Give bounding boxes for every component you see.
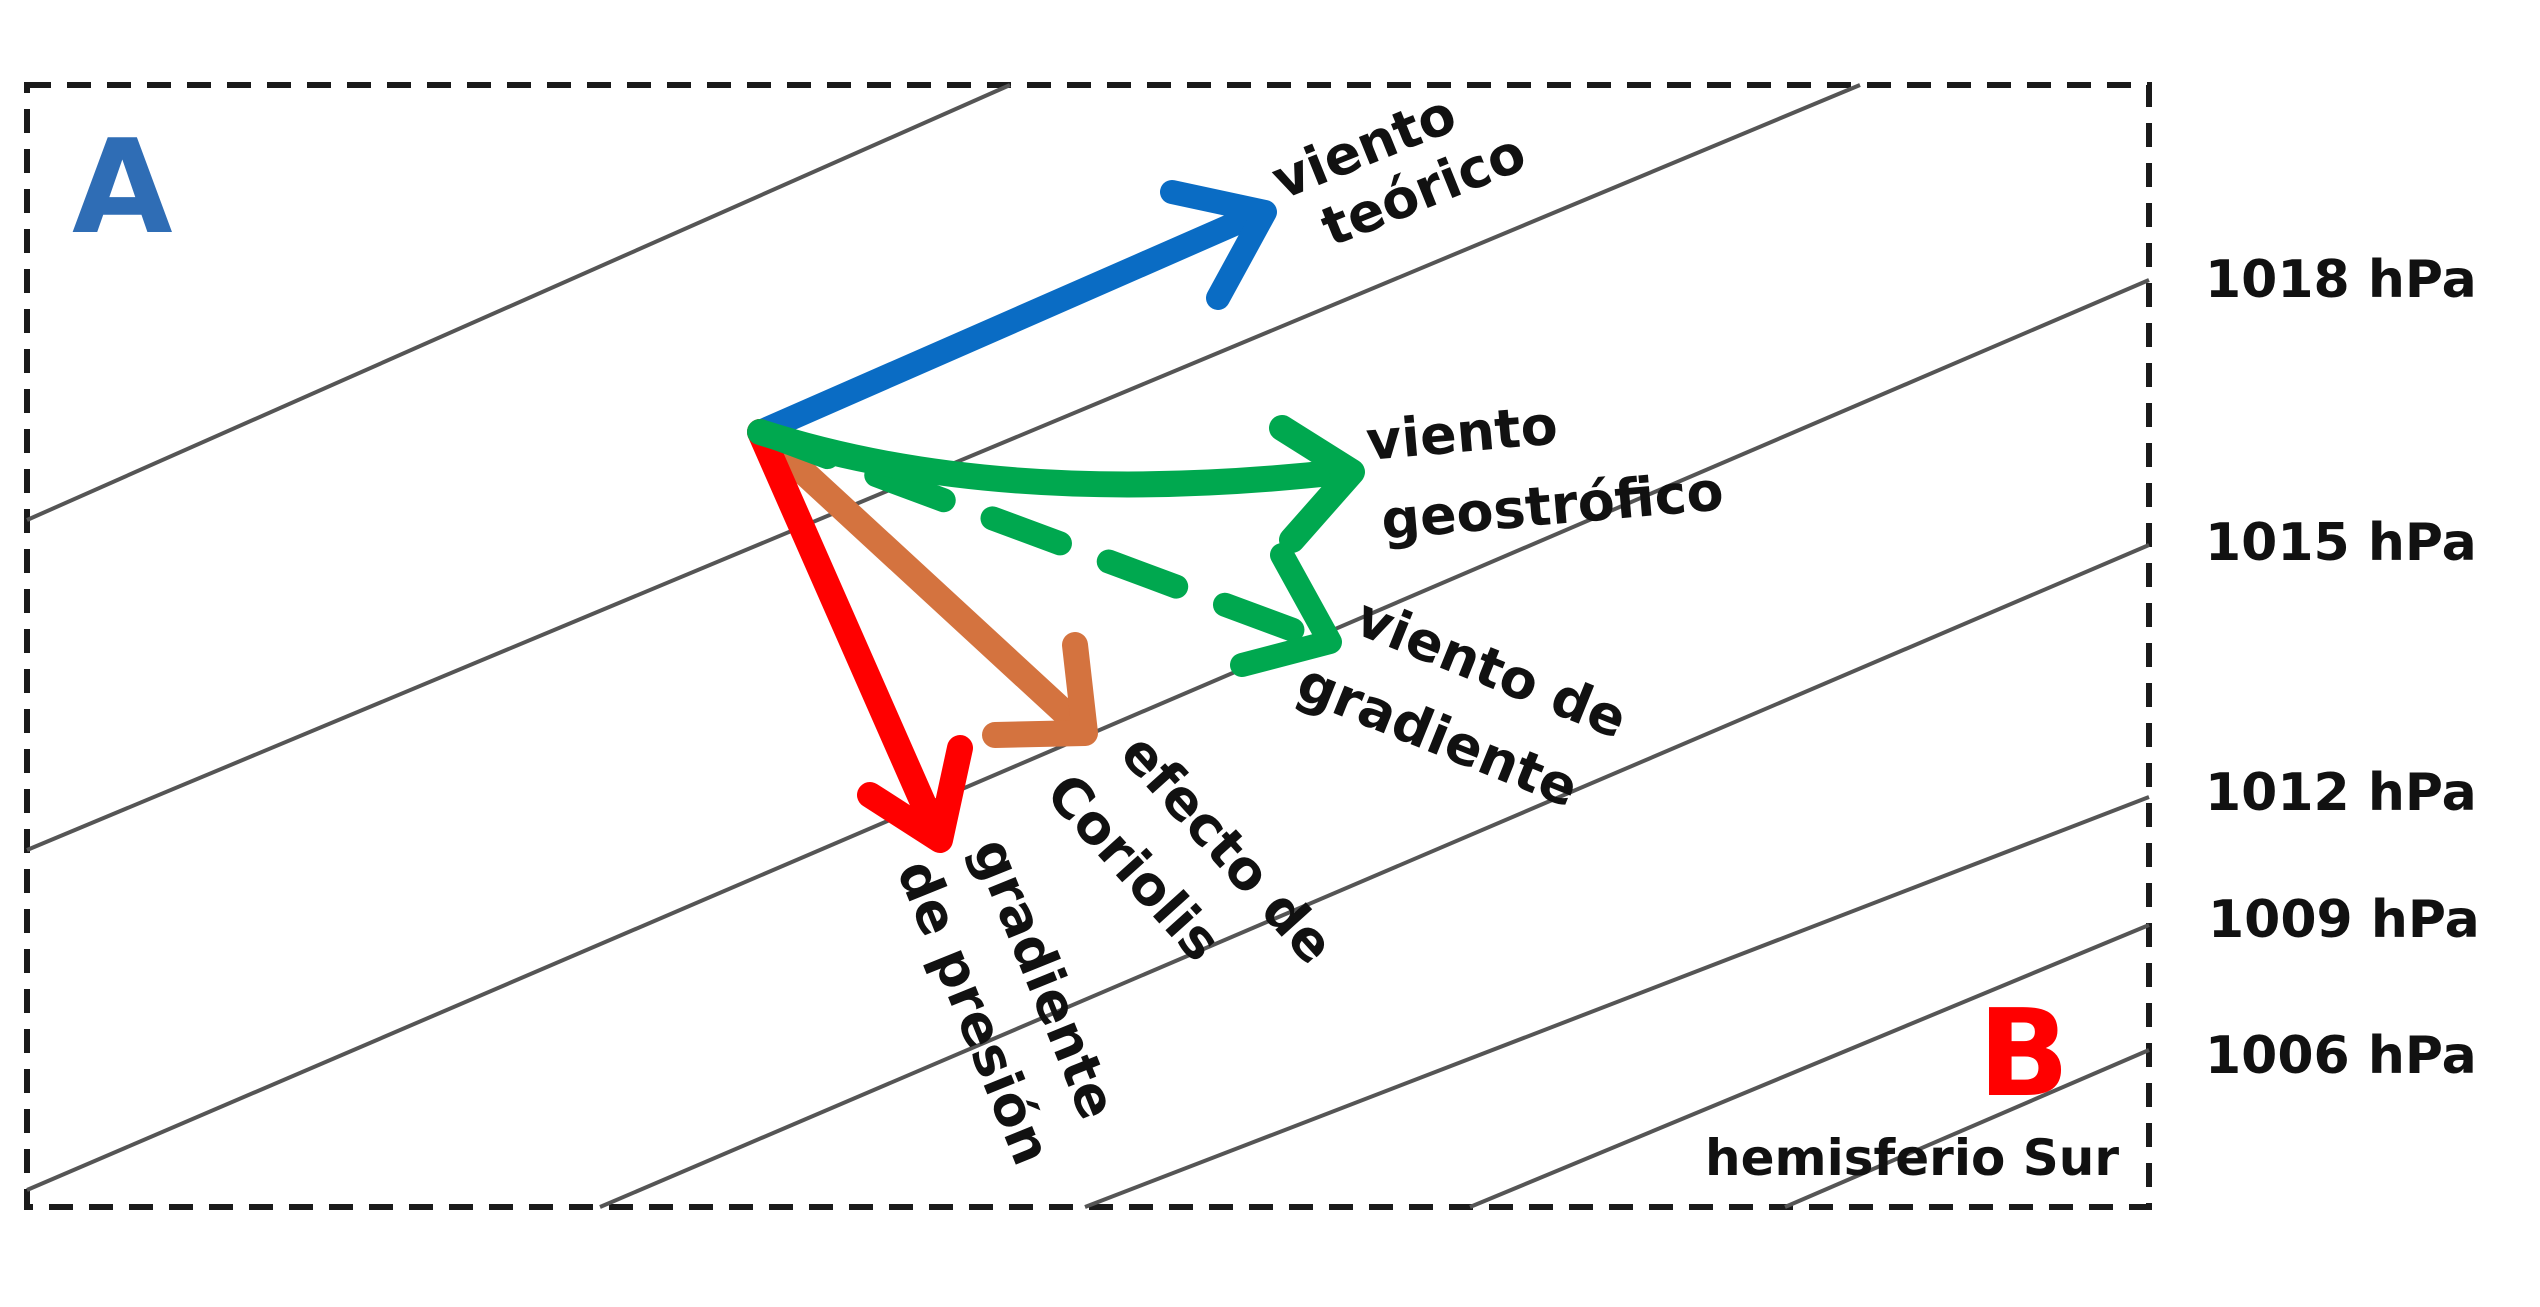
pressure-gradient-head [857,735,973,853]
isobar-line [26,83,1011,522]
geostrophic-wind-arrow [747,415,1365,553]
isobar-label-1015: 1015 hPa [2205,513,2477,573]
isobar-line [1084,795,2150,1209]
gradient-wind-shaft [748,420,1332,652]
isobar-label-1012: 1012 hPa [2205,763,2477,823]
gradient-wind-head [1230,543,1342,677]
coriolis-shaft [747,419,1091,738]
pressure-gradient-shaft [747,419,948,843]
diagram-frame [24,82,2152,1210]
isobar-label-1009: 1009 hPa [2208,890,2480,950]
low-pressure-label: B [1978,985,2069,1124]
theoretical-wind-head [1160,180,1277,310]
gradient-wind-arrow [748,420,1342,677]
isobar-label-1006: 1006 hPa [2205,1026,2477,1086]
geostrophic-wind-head [1269,415,1365,553]
coriolis-head [982,632,1098,748]
high-pressure-label: A [72,111,173,263]
geostrophic-wind-label: viento geostrófico [1364,393,1726,551]
isobar-label-1018: 1018 hPa [2205,250,2477,310]
geostrophic-wind-label-line1: viento [1364,393,1560,472]
theoretical-wind-shaft [748,203,1267,444]
pressure-gradient-arrow [747,419,973,853]
hemisphere-label: hemisferio Sur [1705,1129,2119,1187]
isobar-labels: 1018 hPa 1015 hPa 1012 hPa 1009 hPa 1006… [2205,250,2480,1086]
isobar-line [1469,923,2150,1209]
isobar-line [599,543,2150,1209]
gradient-wind-label: viento de gradiente [1289,586,1636,820]
coriolis-arrow [747,419,1098,748]
geostrophic-wind-shaft [747,419,1353,498]
isobar-line [1784,1048,2150,1209]
theoretical-wind-arrow [748,180,1277,444]
